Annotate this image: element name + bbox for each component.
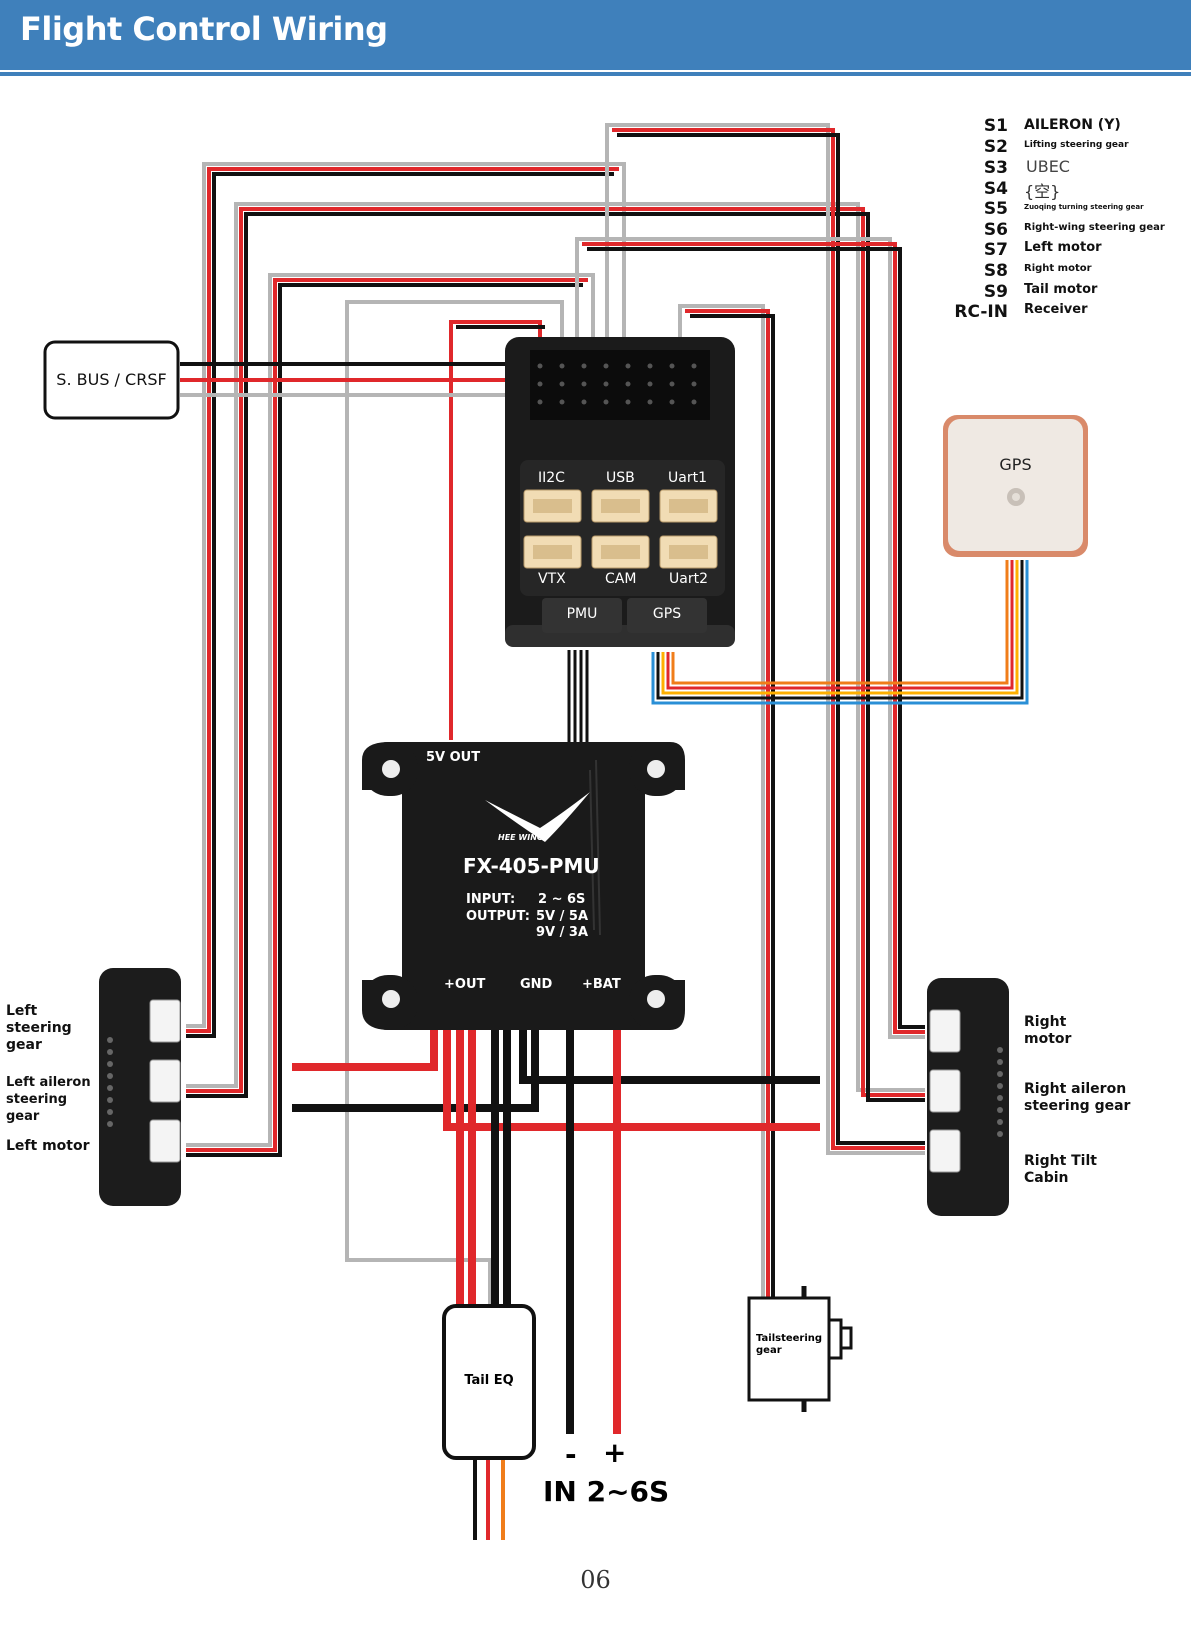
legend-desc: Zuoqing turning steering gear	[1024, 203, 1144, 211]
battery-input-label: IN 2~6S	[543, 1475, 670, 1508]
tail-eq-box	[442, 1304, 536, 1460]
header-bar	[0, 0, 1191, 70]
left-steering-gear-label: Left steering gear	[6, 1003, 72, 1053]
pmu-5v-out-label: 5V OUT	[426, 750, 481, 765]
legend-code: RC-IN	[954, 302, 1008, 322]
port-label-uart1: Uart1	[668, 470, 707, 486]
pmu-input-value: 2 ~ 6S	[538, 892, 586, 907]
legend-desc: {空}	[1024, 182, 1061, 201]
mount-hole	[647, 760, 665, 778]
receiver-wires	[180, 362, 536, 397]
servo-header-pins	[530, 350, 710, 420]
page-title: Flight Control Wiring	[20, 10, 388, 48]
tail-servo	[747, 1286, 853, 1412]
pmu-input-label: INPUT:	[466, 892, 516, 907]
header-pin-dots	[537, 363, 697, 405]
power-wires	[292, 1030, 820, 1434]
legend-desc: Receiver	[1024, 302, 1088, 317]
battery-plus: +	[603, 1436, 627, 1469]
legend-code: S8	[983, 261, 1008, 281]
mount-hole	[647, 990, 665, 1008]
receiver-box	[43, 340, 180, 420]
page-number: 06	[580, 1566, 611, 1594]
tail-servo-label: Tailsteering gear	[756, 1333, 823, 1356]
legend-desc: Left motor	[1024, 240, 1102, 255]
port-label-uart2: Uart2	[669, 571, 708, 587]
port-label-gps: GPS	[652, 606, 682, 622]
right-tilt-cabin-label: Right Tilt Cabin	[1024, 1153, 1097, 1186]
pmu-brand: HEE WING	[498, 833, 544, 842]
mount-hole	[382, 760, 400, 778]
legend-code: S2	[983, 137, 1008, 157]
pmu-model: FX-405-PMU	[463, 854, 600, 878]
legend-desc: UBEC	[1026, 157, 1070, 176]
battery-minus: -	[565, 1438, 577, 1471]
gps-cable	[651, 560, 1029, 705]
port-label-pmu: PMU	[566, 606, 598, 622]
legend-code: S5	[983, 199, 1008, 219]
legend-code: S7	[983, 240, 1008, 260]
left-servo-board	[99, 968, 181, 1206]
port-label-i2c: II2C	[538, 470, 565, 486]
flight-controller	[505, 337, 735, 647]
gps-label: GPS	[999, 455, 1032, 474]
right-aileron-label: Right aileron steering gear	[1024, 1081, 1131, 1114]
legend-code: S6	[983, 220, 1008, 240]
heewing-logo-icon	[485, 792, 590, 842]
pmu-board	[362, 742, 685, 1030]
left-aileron-label: Left aileron steering gear	[6, 1075, 91, 1124]
servo-wires-left	[186, 162, 925, 1157]
legend-code: S9	[983, 282, 1008, 302]
port-label-vtx: VTX	[538, 571, 566, 587]
pmu-ribbon	[567, 650, 589, 742]
pmu-pin-out: +OUT	[444, 977, 486, 992]
tail-eq-label: Tail EQ	[464, 1373, 514, 1388]
jst-connectors	[523, 489, 718, 569]
port-label-usb: USB	[606, 470, 635, 486]
pmu-pin-gnd: GND	[520, 977, 553, 992]
legend-code: S4	[983, 179, 1008, 199]
servo-wires-right	[345, 123, 925, 1306]
gps-module	[943, 415, 1088, 557]
pmu-pin-bat: +BAT	[582, 977, 621, 992]
legend-desc: Right-wing steering gear	[1024, 222, 1165, 233]
legend-desc: Right motor	[1024, 263, 1092, 274]
legend-desc: AILERON (Y)	[1024, 117, 1121, 133]
pmu-output-value: 9V / 3A	[536, 925, 589, 940]
legend-code: S3	[983, 158, 1008, 178]
port-label-cam: CAM	[605, 571, 637, 587]
tail-eq-output-wires	[473, 1458, 505, 1540]
right-servo-board	[927, 978, 1009, 1216]
receiver-label: S. BUS / CRSF	[56, 370, 167, 389]
header-underline	[0, 72, 1191, 76]
right-motor-label: Right motor	[1024, 1014, 1072, 1047]
pmu-output-label: OUTPUT:	[466, 909, 530, 924]
mount-hole	[382, 990, 400, 1008]
legend-desc: Lifting steering gear	[1024, 140, 1129, 150]
legend-code: S1	[983, 116, 1008, 136]
legend-desc: Tail motor	[1024, 282, 1098, 297]
left-motor-label: Left motor	[6, 1138, 90, 1154]
pmu-output-value: 5V / 5A	[536, 909, 589, 924]
